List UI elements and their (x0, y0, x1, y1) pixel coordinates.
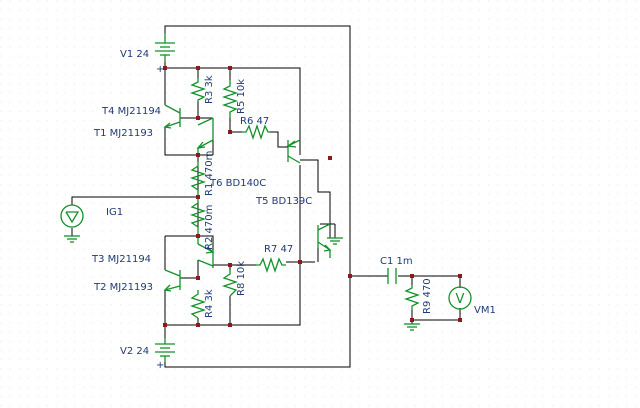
capacitor-icon (387, 268, 397, 284)
voltmeter-symbol: V (456, 292, 465, 307)
battery-icon (155, 33, 175, 62)
pnp-transistor-icon (286, 139, 301, 164)
npn-transistor-icon (317, 223, 332, 258)
resistor-icon (403, 285, 421, 310)
r3-label: R3 3k (204, 75, 215, 104)
resistor-icon (221, 80, 239, 118)
ig1-label: IG1 (106, 207, 123, 218)
t1-label: T1 MJ21193 (93, 128, 153, 139)
r4-label: R4 3k (204, 289, 215, 318)
resistor-icon (189, 290, 207, 319)
t3-label: T3 MJ21194 (91, 254, 151, 265)
t6-label: T6 BD140C (209, 178, 266, 189)
ground-icon (327, 224, 343, 245)
battery-icon (155, 338, 175, 362)
npn-transistor-icon (163, 104, 181, 129)
junction-nodes (163, 66, 462, 327)
r7-label: R7 47 (264, 244, 293, 255)
npn-transistor-icon (163, 269, 181, 292)
t4-label: T4 MJ21194 (101, 106, 161, 117)
current-source-icon (60, 204, 84, 228)
t5-label: T5 BD139C (255, 196, 312, 207)
resistor-icon (189, 197, 207, 236)
r8-label: R8 10k (236, 261, 247, 296)
resistor-icon (221, 270, 239, 297)
voltmeter-icon: V (448, 286, 472, 310)
r6-label: R6 47 (240, 116, 269, 127)
r1-label: R1 470m (204, 151, 215, 196)
v1-plus-sign: + (156, 64, 164, 75)
v1-label: V1 24 (120, 49, 149, 60)
v2-label: V2 24 (120, 346, 149, 357)
pnp-transistor-icon (197, 236, 215, 268)
resistor-icon (256, 256, 286, 274)
r9-label: R9 470 (422, 278, 433, 314)
resistor-icon (189, 78, 207, 102)
c1-label: C1 1m (380, 256, 413, 267)
resistor-icon (189, 162, 207, 197)
ground-icon (64, 235, 80, 243)
r2-label: R2 470m (204, 205, 215, 250)
v2-plus-sign: + (156, 360, 164, 371)
r5-label: R5 10k (236, 79, 247, 114)
vm1-label: VM1 (474, 305, 496, 316)
t2-label: T2 MJ21193 (93, 282, 153, 293)
pnp-transistor-icon (196, 117, 214, 155)
resistor-icon (242, 123, 270, 141)
